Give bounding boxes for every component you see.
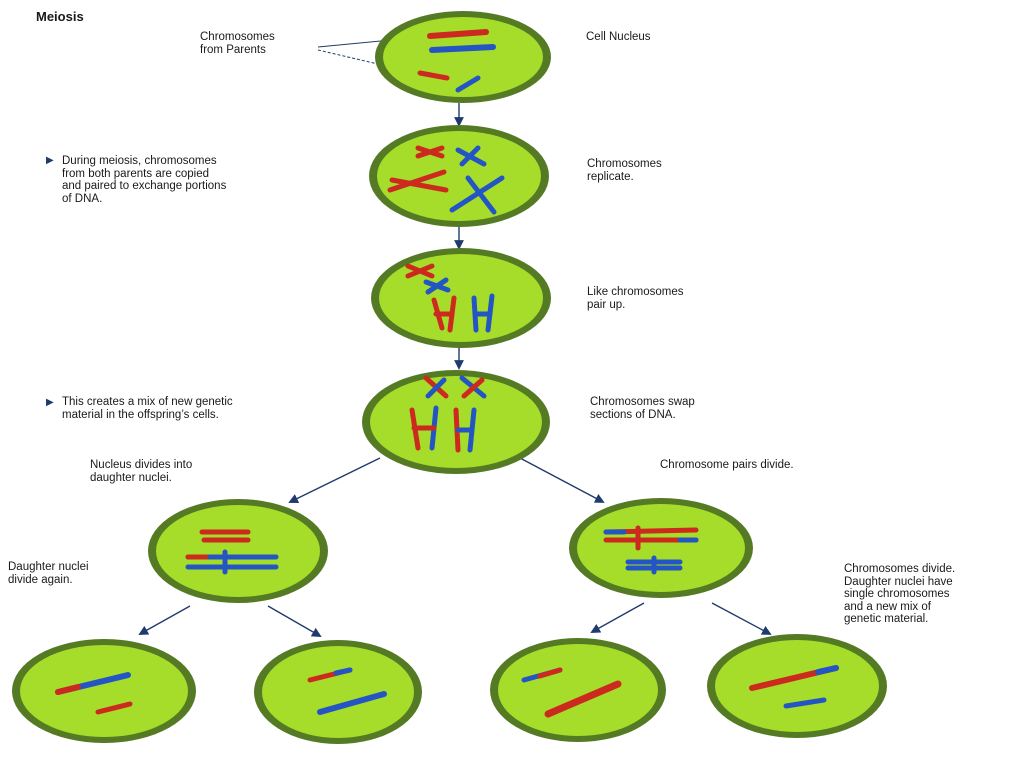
flow-arrows (138, 103, 772, 637)
label-pairs-divide: Chromosome pairs divide. (660, 459, 794, 471)
cell-parents (375, 11, 551, 103)
cell-final-4 (707, 634, 887, 738)
cell-final-2 (254, 640, 422, 744)
diagram-title: Meiosis (36, 9, 84, 24)
arrow-right-b (711, 602, 772, 635)
label-daughter-divide-again: Daughter nuclei divide again. (8, 561, 89, 586)
label-chromosomes-swap: Chromosomes swap sections of DNA. (590, 396, 695, 421)
label-creates-mix: This creates a mix of new genetic materi… (62, 396, 233, 421)
cell-replicate (369, 125, 549, 227)
cell-final-3 (490, 638, 666, 742)
cell-swap (362, 370, 550, 474)
label-nucleus-divides: Nucleus divides into daughter nuclei. (90, 459, 193, 484)
label-during-meiosis: During meiosis, chromosomes from both pa… (62, 155, 227, 205)
arrow-split-left (288, 457, 381, 503)
cell-pair-up (371, 248, 551, 348)
label-like-chromosomes: Like chromosomes pair up. (587, 286, 684, 311)
label-chromosomes-from-parents: Chromosomes from Parents (200, 31, 275, 56)
cell-daughter-left (148, 499, 328, 603)
cell-daughter-right (569, 498, 753, 598)
cell-final-1 (12, 639, 196, 743)
bullet-arrow-icon: ▶ (46, 397, 54, 408)
label-chromosomes-divide: Chromosomes divide. Daughter nuclei have… (844, 563, 956, 625)
bullet-arrow-icon: ▶ (46, 155, 54, 166)
label-chromosomes-replicate: Chromosomes replicate. (587, 158, 662, 183)
arrow-right-a (590, 602, 645, 633)
arrow-split-right (519, 457, 605, 503)
arrow-left-a (138, 605, 191, 635)
label-cell-nucleus: Cell Nucleus (586, 31, 651, 43)
arrow-left-b (267, 605, 322, 637)
